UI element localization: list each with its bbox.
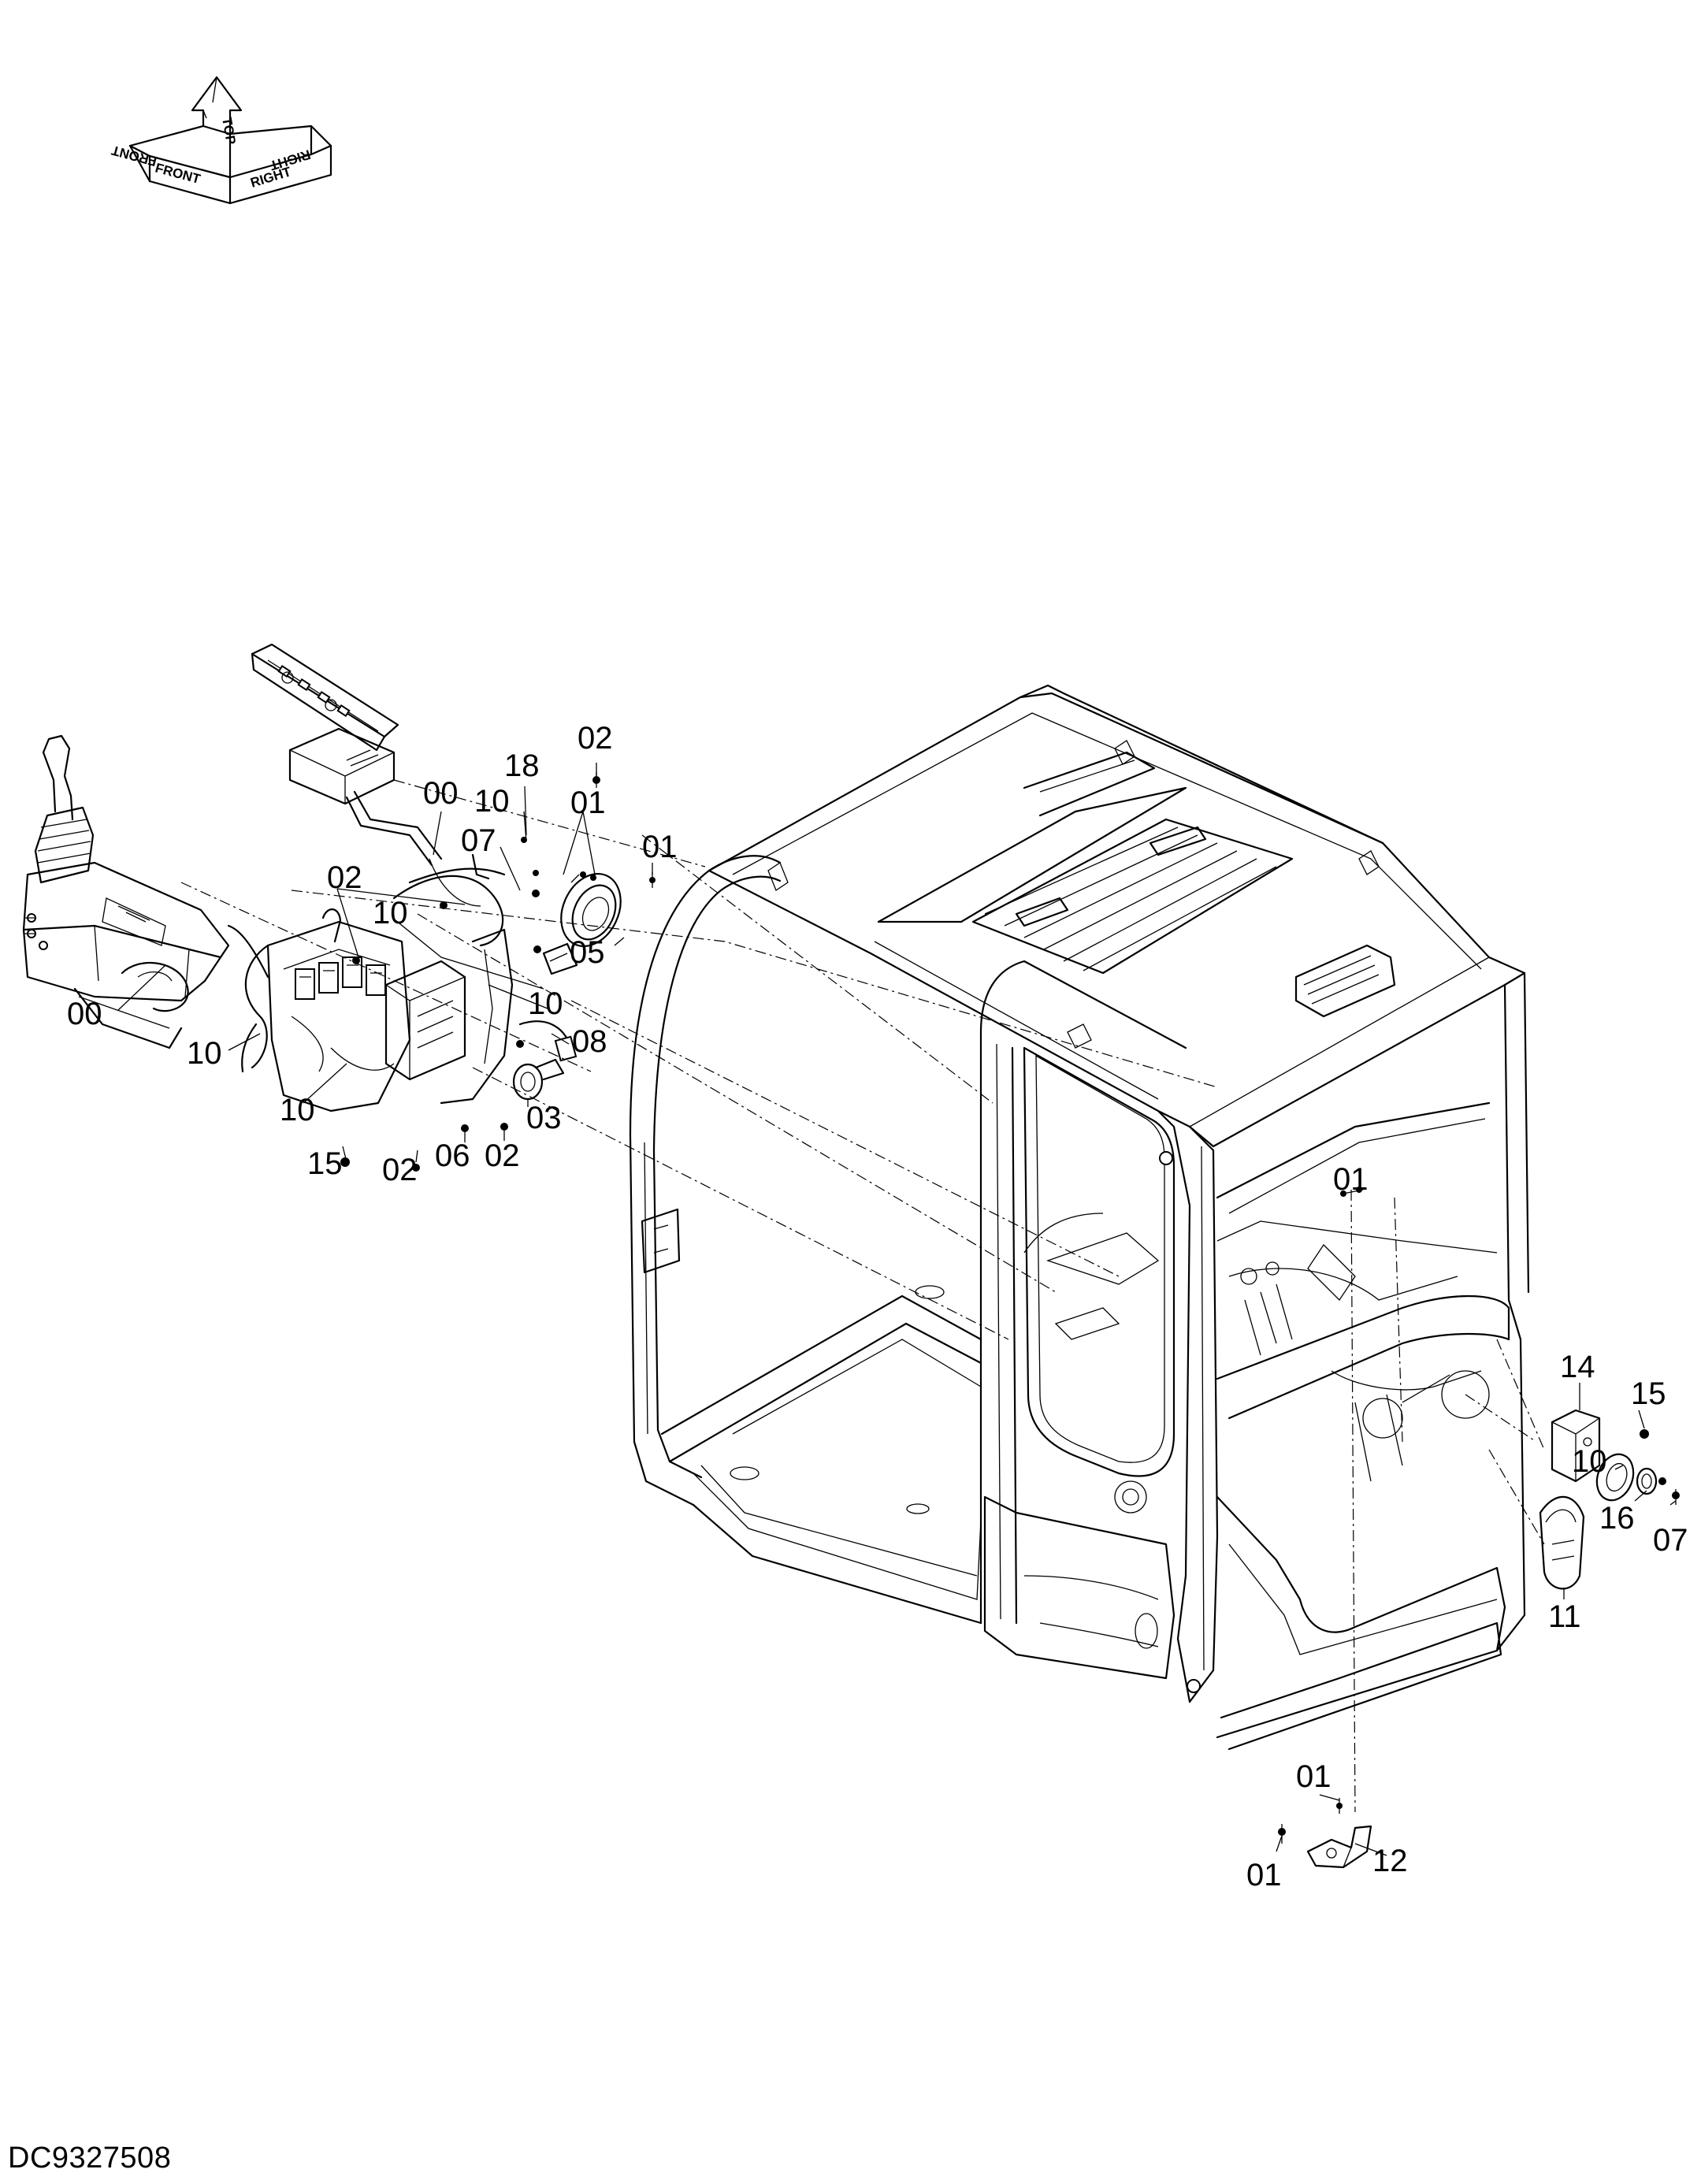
- cab-body: [629, 684, 1530, 1751]
- callout-14: 14: [1560, 1350, 1595, 1384]
- callout-10: 10: [474, 784, 510, 819]
- speaker-component: [560, 872, 625, 948]
- callout-00: 00: [67, 997, 102, 1031]
- callout-02: 02: [578, 721, 613, 756]
- fasteners-left: [340, 772, 656, 1172]
- callout-labels: 02 18 00 10 01 01 07 02 10 05 10 00 08 1…: [67, 721, 1688, 1892]
- callout-01: 01: [1296, 1759, 1331, 1794]
- callout-15: 15: [307, 1146, 343, 1181]
- assembly-centerlines: [180, 779, 1545, 1813]
- callout-06: 06: [435, 1138, 470, 1173]
- callout-10: 10: [280, 1093, 315, 1127]
- fasteners-right: [1640, 1429, 1680, 1505]
- callout-01: 01: [1333, 1162, 1369, 1197]
- callout-02: 02: [327, 860, 362, 895]
- leader-lines: [117, 763, 1677, 1856]
- callout-10: 10: [187, 1036, 222, 1071]
- callout-02: 02: [382, 1153, 418, 1187]
- duct-11: [1539, 1495, 1585, 1590]
- control-lever-assembly: [22, 734, 230, 1049]
- callout-01: 01: [1246, 1858, 1282, 1892]
- callout-00: 00: [423, 776, 459, 811]
- duct-ring-16: [1636, 1467, 1658, 1495]
- callout-18: 18: [504, 748, 540, 783]
- orientation-icon: TOP FRONT RIGHT FRONT RIGHT: [110, 76, 332, 205]
- callout-05: 05: [570, 935, 605, 970]
- callout-02: 02: [485, 1138, 520, 1173]
- callout-01: 01: [642, 830, 678, 864]
- svg-text:FRONT: FRONT: [110, 143, 158, 169]
- callout-11: 11: [1548, 1599, 1581, 1634]
- callout-16: 16: [1599, 1501, 1635, 1536]
- callout-10: 10: [373, 896, 408, 930]
- drawing-number: DC9327508: [8, 2141, 172, 2175]
- horn-component: [512, 1058, 565, 1101]
- relay-small-05: [542, 942, 578, 975]
- relay-bracket-assembly: [227, 853, 514, 1112]
- switch-panel-assembly: [251, 643, 443, 867]
- clamp-12: [1306, 1825, 1372, 1869]
- callout-01: 01: [570, 786, 606, 820]
- callout-10: 10: [528, 986, 563, 1021]
- callout-03: 03: [526, 1101, 562, 1135]
- callout-10: 10: [1572, 1444, 1607, 1479]
- callout-15: 15: [1631, 1376, 1666, 1411]
- callout-08: 08: [572, 1024, 607, 1059]
- callout-07: 07: [461, 823, 496, 858]
- callout-12: 12: [1372, 1844, 1408, 1878]
- duct-bracket-14: [1551, 1409, 1601, 1483]
- connector-08: [518, 1020, 578, 1062]
- orientation-top-label: TOP: [219, 116, 239, 145]
- callout-07: 07: [1653, 1523, 1688, 1558]
- duct-cap-10: [1595, 1453, 1635, 1502]
